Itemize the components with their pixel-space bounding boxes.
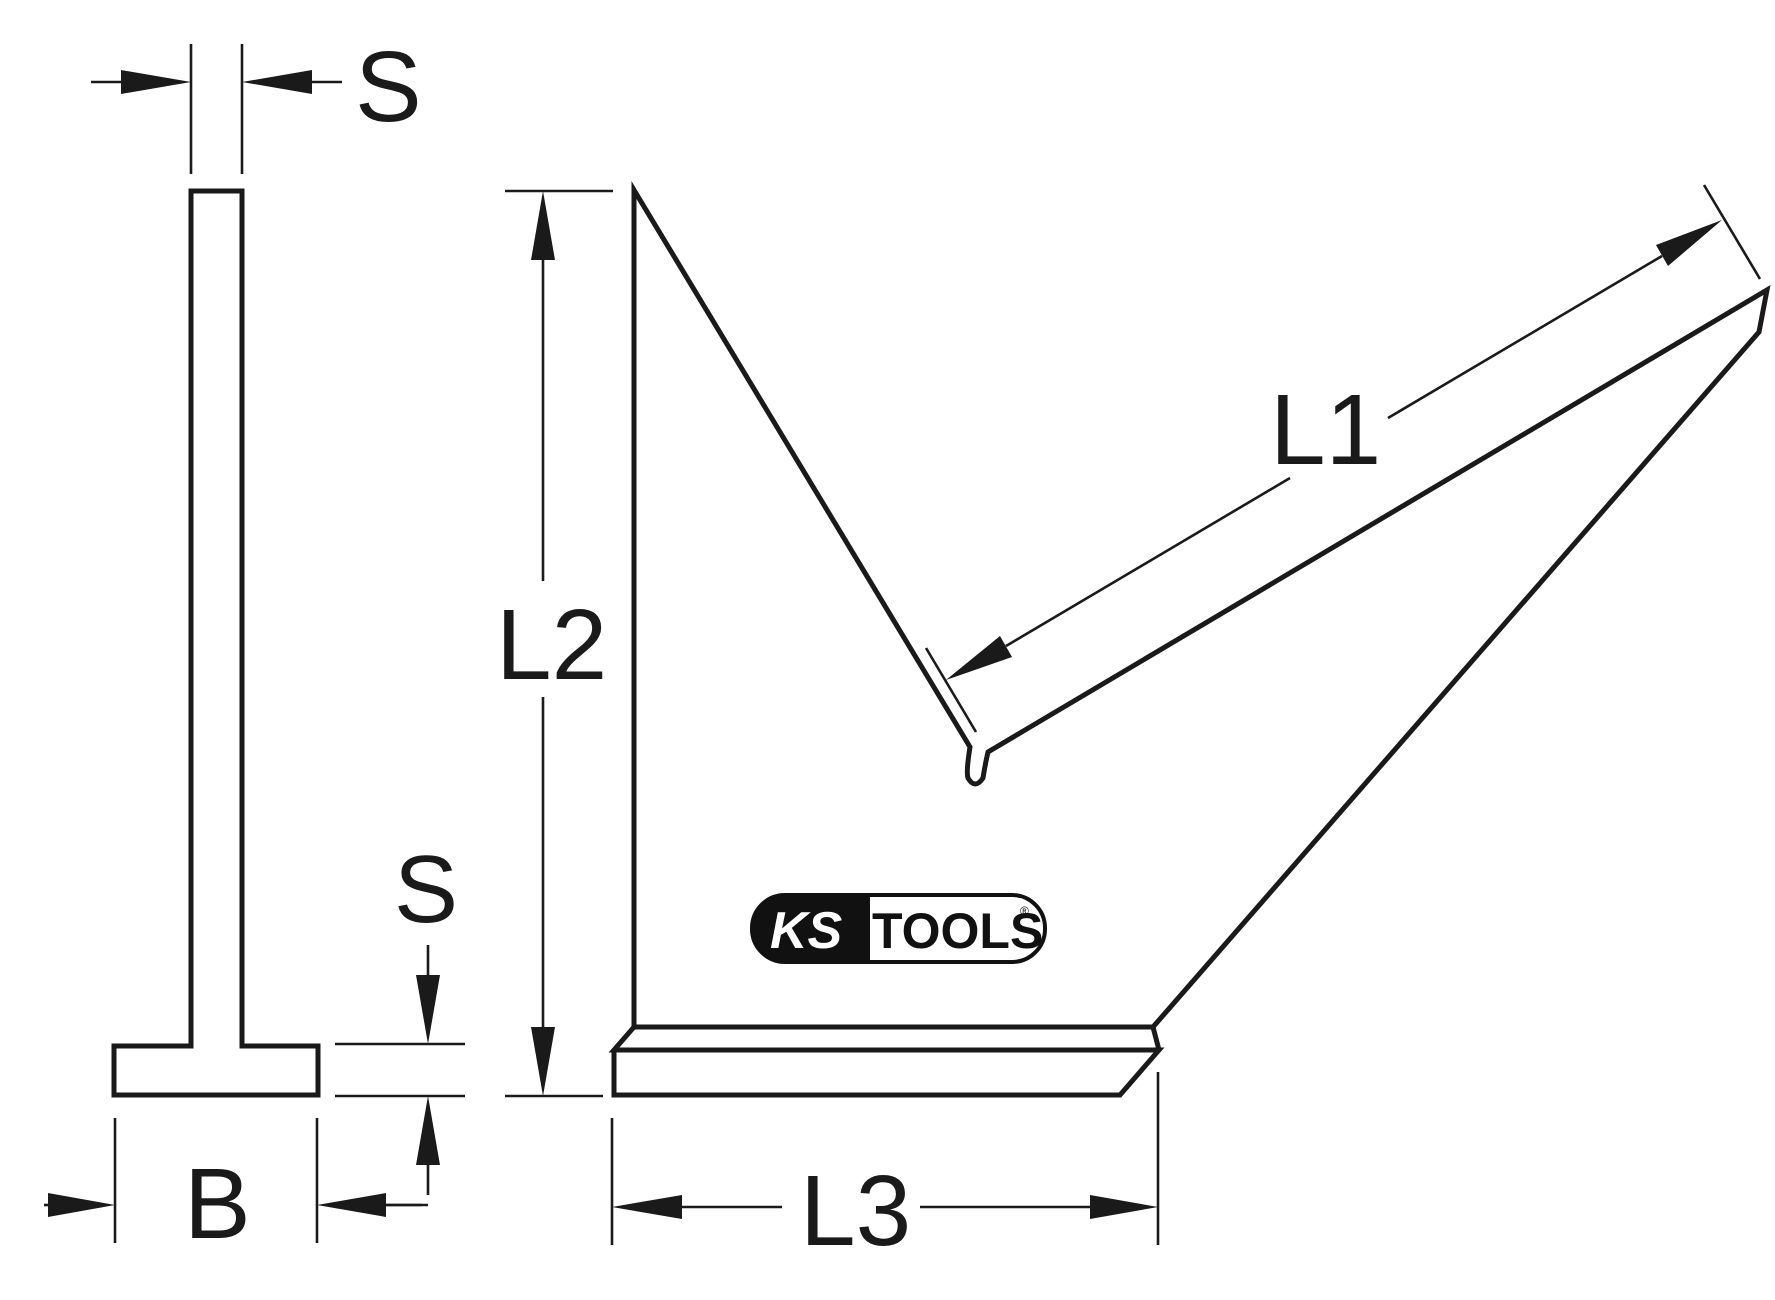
dimension-label-l3: L3: [800, 1155, 911, 1267]
dimension-label-s-side: S: [394, 836, 458, 943]
dimension-l1: L1: [924, 184, 1762, 733]
logo-ks-text: KS: [770, 902, 843, 960]
dimension-l2: L2: [496, 189, 613, 1098]
dimension-b: B: [44, 1118, 422, 1260]
dimension-label-l1: L1: [1270, 374, 1381, 486]
ks-tools-logo: KS TOOLS ®: [750, 893, 1047, 964]
dimension-label-l2: L2: [496, 589, 607, 701]
square-outline: [608, 181, 1771, 1098]
dimension-l3: L3: [610, 1072, 1160, 1267]
dimension-s-side: S: [335, 836, 465, 1207]
logo-tools-text: TOOLS: [872, 903, 1043, 959]
dimension-s-top: S: [91, 31, 422, 174]
side-profile: [111, 188, 321, 1098]
logo-registered-mark: ®: [1020, 904, 1029, 918]
dimension-label-s-top: S: [355, 31, 422, 143]
dimension-label-b: B: [184, 1148, 251, 1260]
